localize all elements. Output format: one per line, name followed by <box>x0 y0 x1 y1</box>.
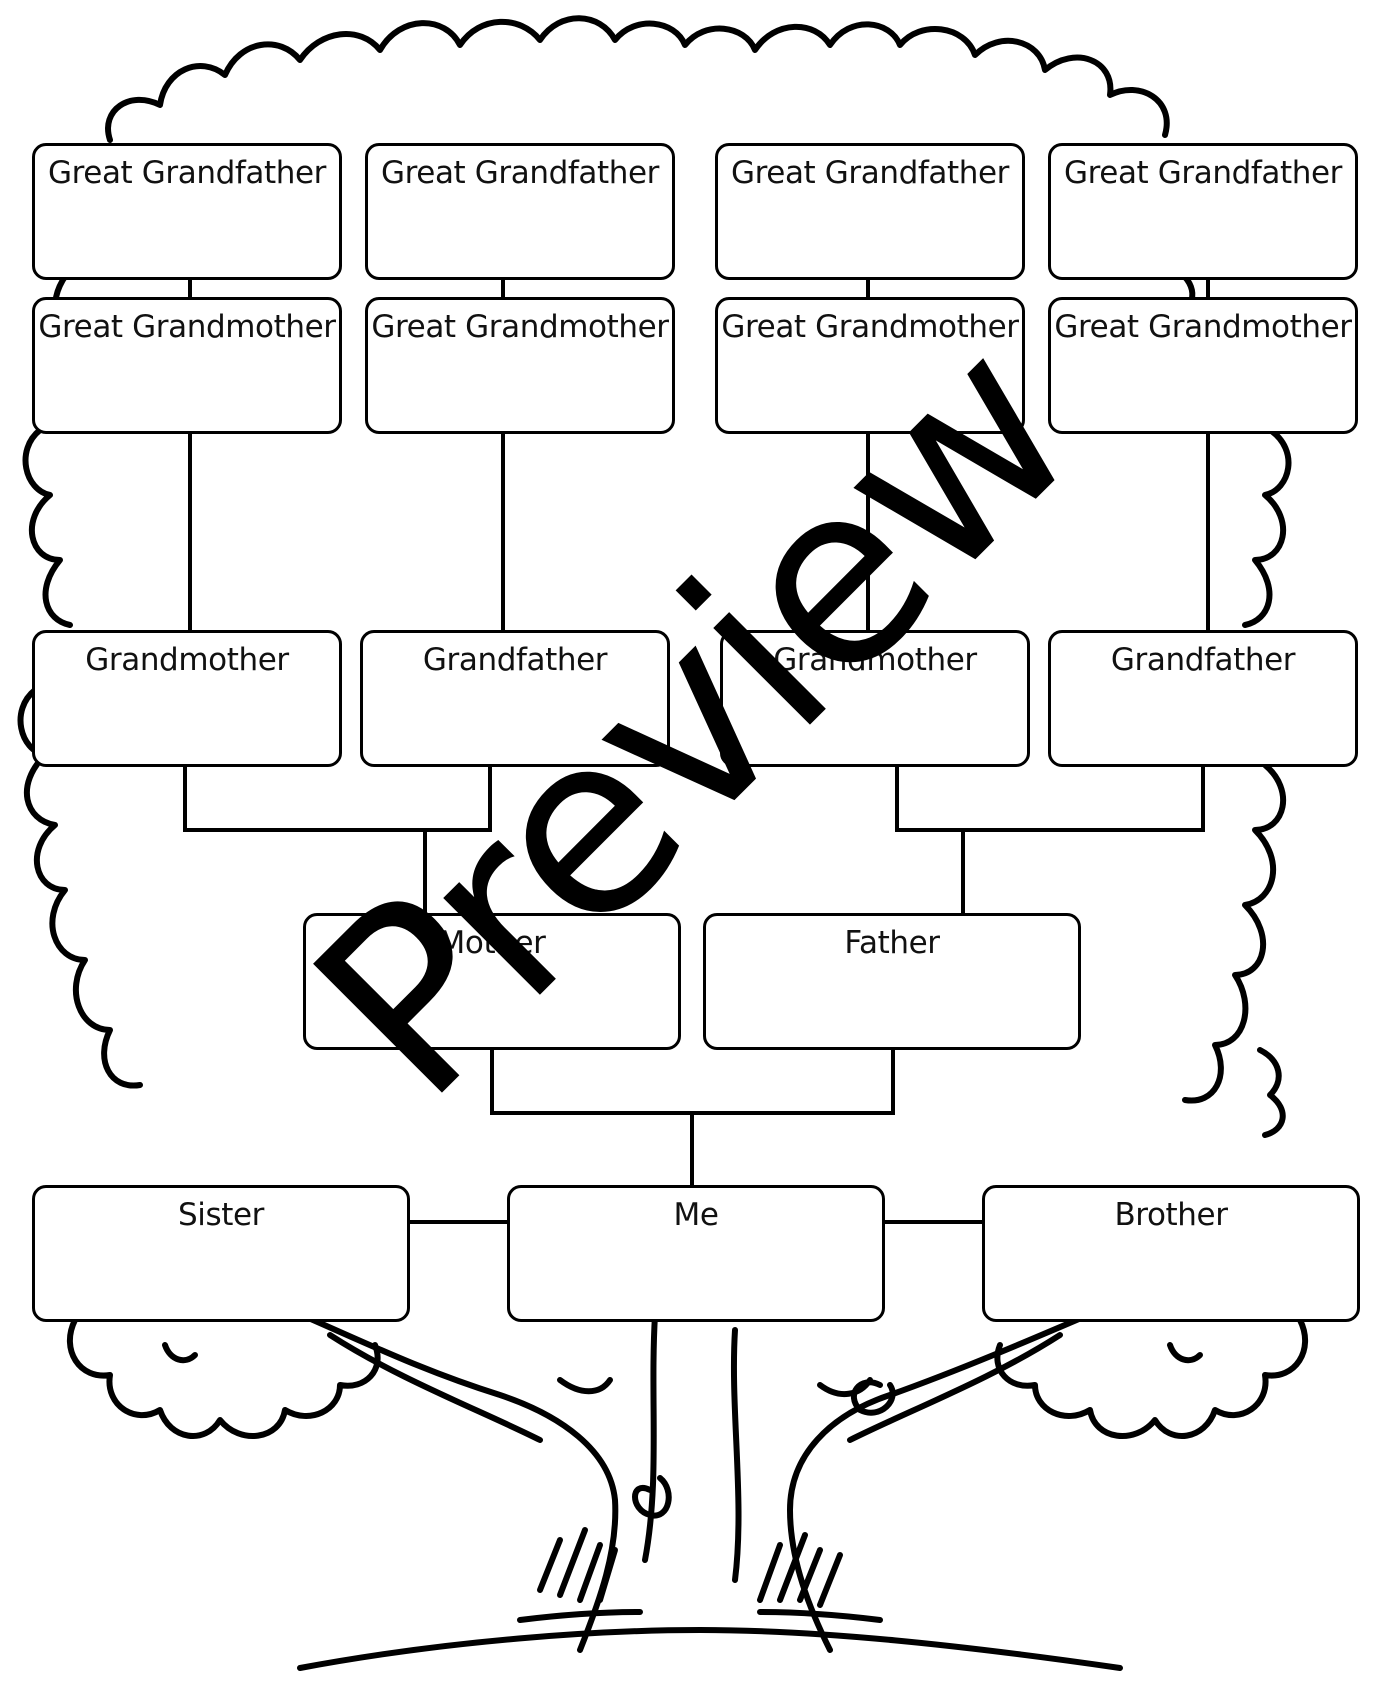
box-label: Grandfather <box>1110 642 1296 678</box>
box-label: Grandmother <box>773 642 977 678</box>
box-label: Grandfather <box>422 642 608 678</box>
sister-box[interactable]: Sister <box>32 1185 410 1322</box>
box-label: Sister <box>177 1197 264 1233</box>
box-label: Mother <box>438 925 546 961</box>
connector-line <box>490 1050 895 1115</box>
great-grandfather-box[interactable]: Great Grandfather <box>1048 143 1358 280</box>
box-label: Great Grandmother <box>721 309 1019 345</box>
great-grandmother-box[interactable]: Great Grandmother <box>365 297 675 434</box>
great-grandmother-box[interactable]: Great Grandmother <box>32 297 342 434</box>
grandfather-box[interactable]: Grandfather <box>1048 630 1358 767</box>
box-label: Great Grandmother <box>371 309 669 345</box>
box-label: Me <box>673 1197 719 1233</box>
grandmother-box[interactable]: Grandmother <box>32 630 342 767</box>
box-label: Brother <box>1114 1197 1228 1233</box>
connector-line <box>895 766 1205 832</box>
grandfather-box[interactable]: Grandfather <box>360 630 670 767</box>
tree-trunk <box>287 1307 1123 1671</box>
grandmother-box[interactable]: Grandmother <box>720 630 1030 767</box>
mother-box[interactable]: Mother <box>303 913 681 1050</box>
great-grandfather-box[interactable]: Great Grandfather <box>32 143 342 280</box>
box-label: Great Grandfather <box>731 155 1009 191</box>
great-grandmother-box[interactable]: Great Grandmother <box>1048 297 1358 434</box>
box-label: Great Grandmother <box>38 309 336 345</box>
box-label: Great Grandfather <box>381 155 659 191</box>
great-grandfather-box[interactable]: Great Grandfather <box>715 143 1025 280</box>
me-box[interactable]: Me <box>507 1185 885 1322</box>
great-grandmother-box[interactable]: Great Grandmother <box>715 297 1025 434</box>
brother-box[interactable]: Brother <box>982 1185 1360 1322</box>
box-label: Great Grandmother <box>1054 309 1352 345</box>
great-grandfather-box[interactable]: Great Grandfather <box>365 143 675 280</box>
box-label: Father <box>844 925 940 961</box>
box-label: Grandmother <box>85 642 289 678</box>
connector-line <box>183 766 492 832</box>
box-label: Great Grandfather <box>48 155 326 191</box>
box-label: Great Grandfather <box>1064 155 1342 191</box>
father-box[interactable]: Father <box>703 913 1081 1050</box>
